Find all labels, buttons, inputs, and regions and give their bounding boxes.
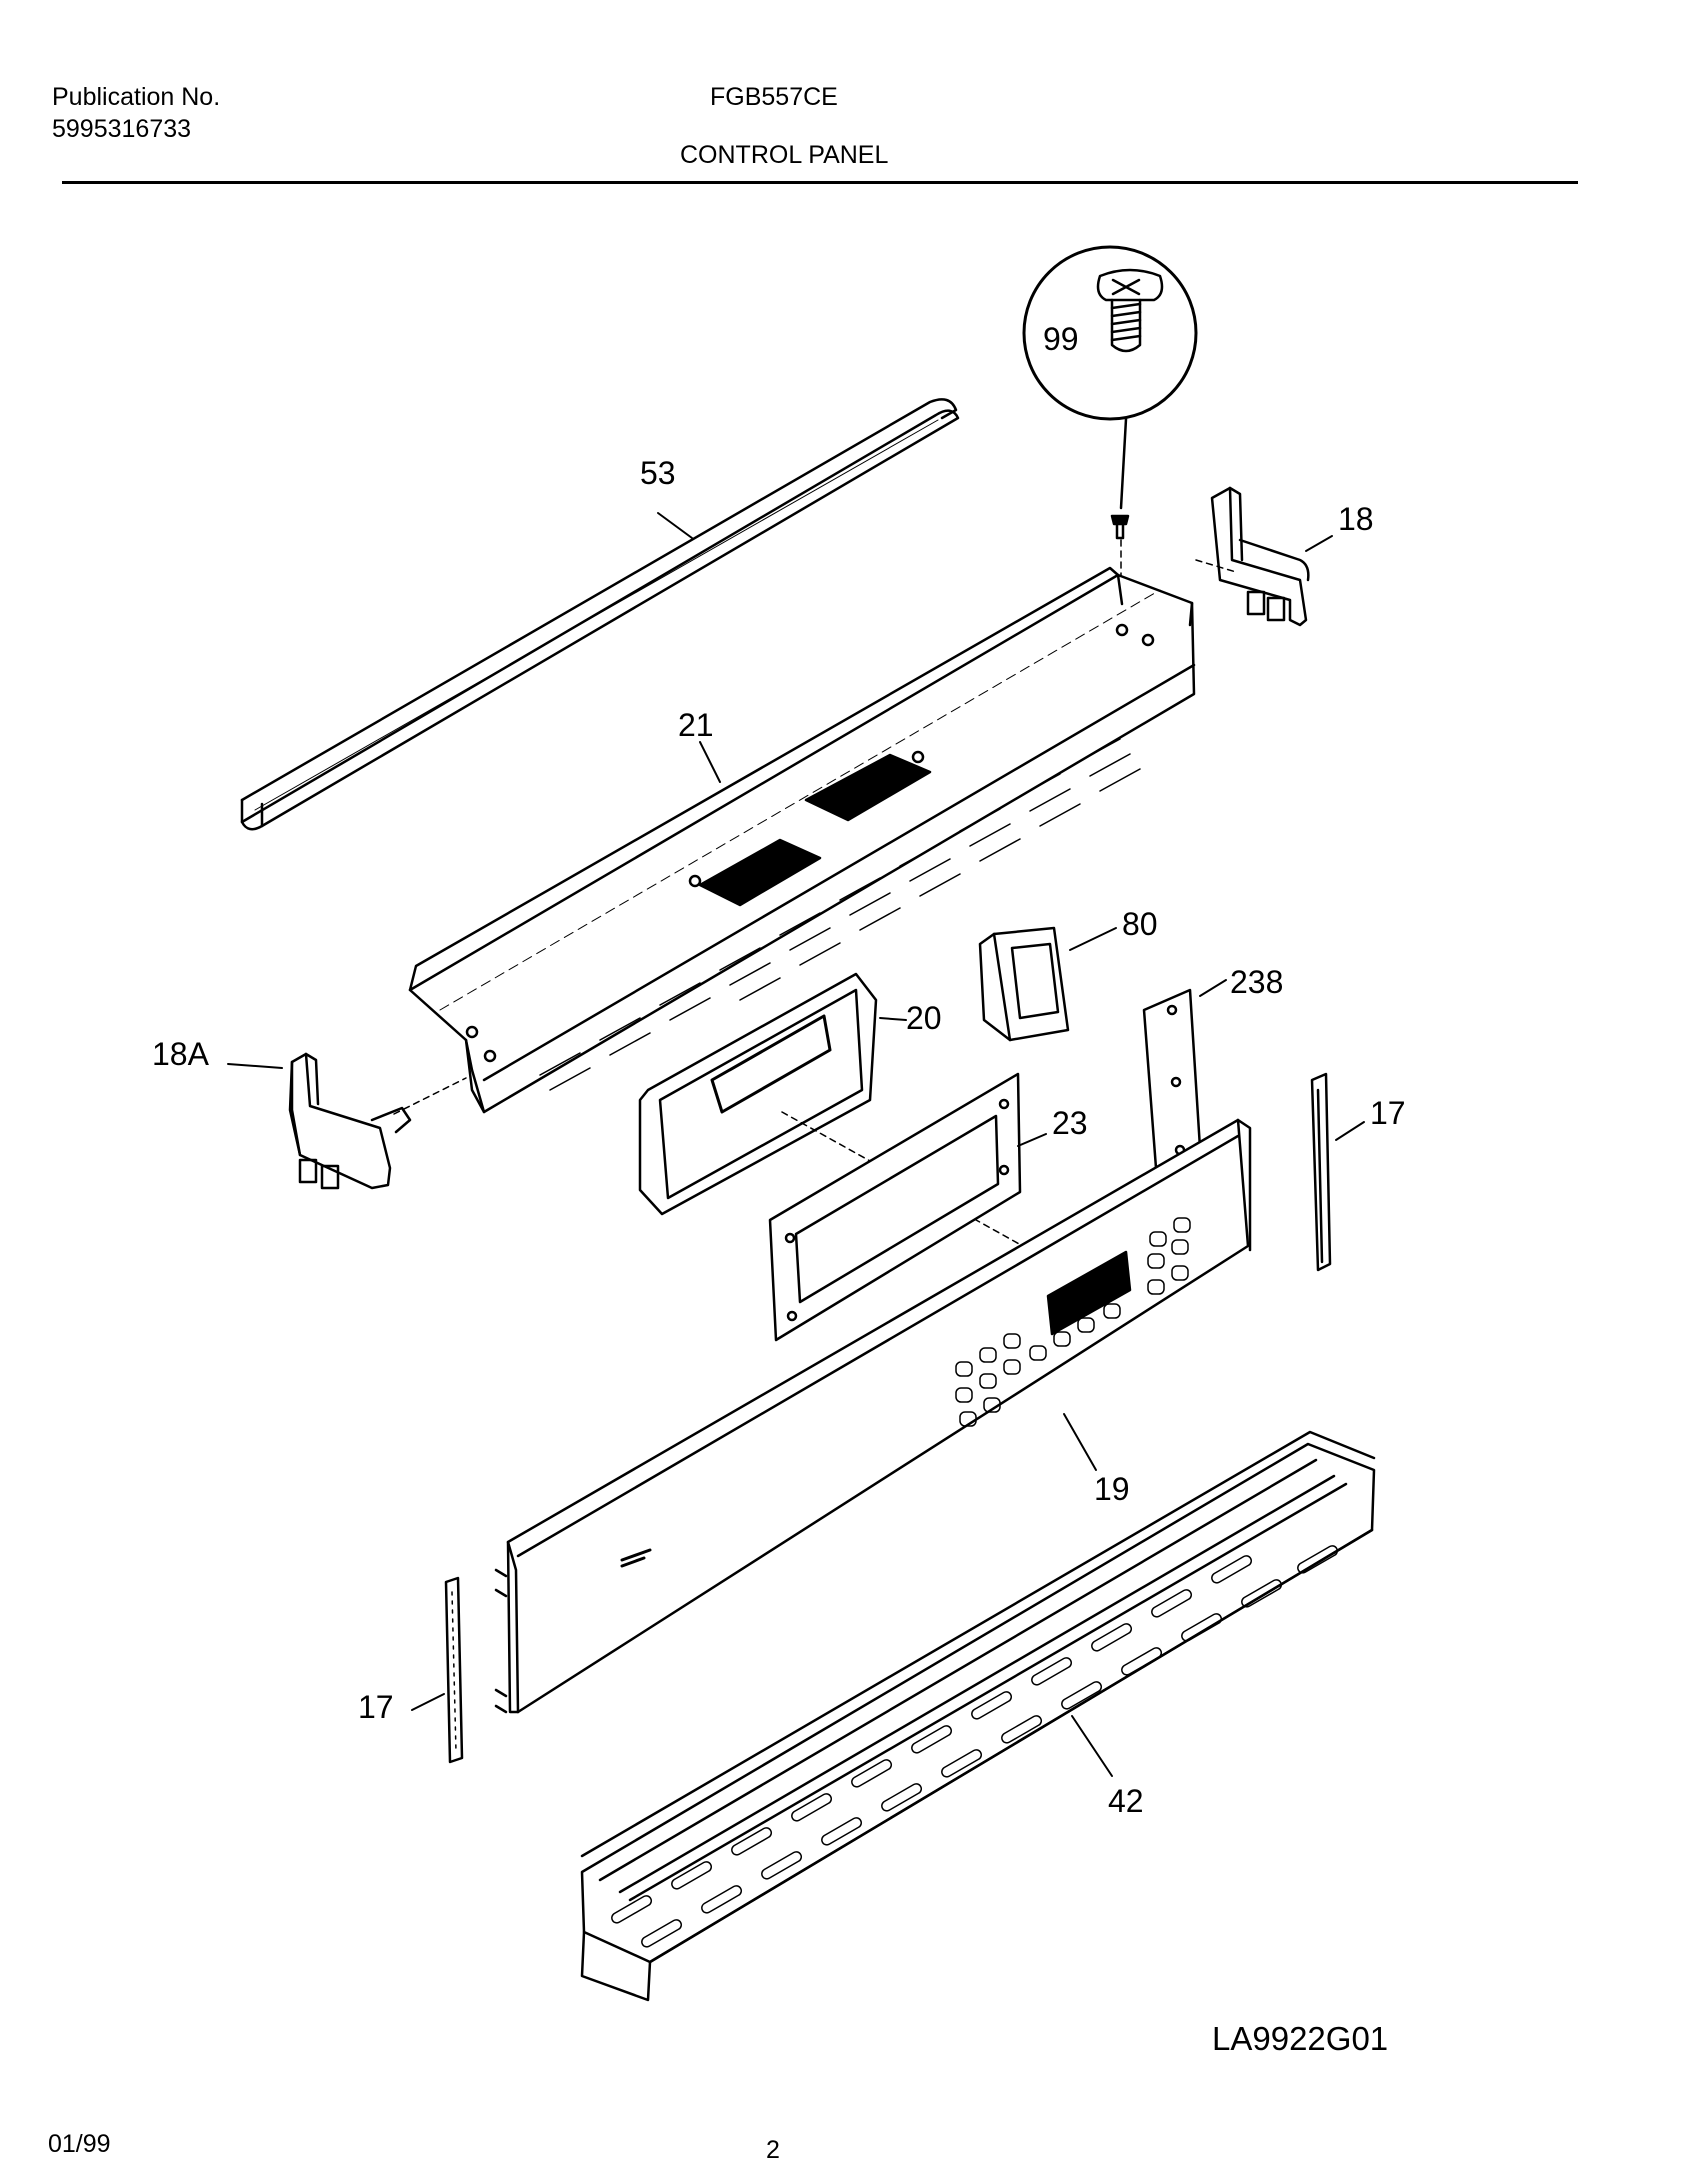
vent-rail-part-42: [580, 1430, 1376, 2002]
callout-238: 238: [1230, 964, 1283, 1000]
trim-strip-part-53: [240, 398, 960, 831]
header-rule: [62, 181, 1578, 184]
callout-18: 18: [1338, 501, 1374, 537]
faceplate-part-19: [494, 1118, 1252, 1714]
control-panel-body-part-21: [408, 566, 1196, 1114]
callout-80: 80: [1122, 906, 1158, 942]
callout-21: 21: [678, 707, 714, 743]
end-bracket-part-18a: [227, 1052, 467, 1190]
footer-date: 01/99: [48, 2130, 111, 2158]
diagram-code: LA9922G01: [1212, 2020, 1389, 2057]
publication-number: 5995316733: [52, 115, 192, 143]
side-trim-part-17-right: [1310, 1072, 1365, 1272]
callout-17-right: 17: [1370, 1095, 1406, 1131]
section-title: CONTROL PANEL: [680, 141, 889, 169]
publication-label: Publication No.: [52, 83, 221, 111]
callout-18a: 18A: [152, 1036, 210, 1072]
page-number: 2: [766, 2136, 780, 2164]
callout-53: 53: [640, 455, 676, 491]
callout-20: 20: [906, 1000, 942, 1036]
gasket-frame-part-23: [768, 1072, 1047, 1342]
callout-19: 19: [1094, 1471, 1130, 1507]
callout-42: 42: [1108, 1783, 1144, 1819]
screw-detail-part-99: [1022, 245, 1198, 631]
end-bracket-part-18: [1195, 486, 1333, 627]
callout-17-left: 17: [358, 1689, 394, 1725]
callout-99: 99: [1043, 321, 1079, 357]
callout-23: 23: [1052, 1105, 1088, 1141]
side-trim-part-17-left: [411, 1576, 464, 1764]
model-number: FGB557CE: [710, 83, 838, 111]
relay-part-80: [978, 926, 1117, 1042]
clock-module-part-20: [638, 972, 1031, 1251]
